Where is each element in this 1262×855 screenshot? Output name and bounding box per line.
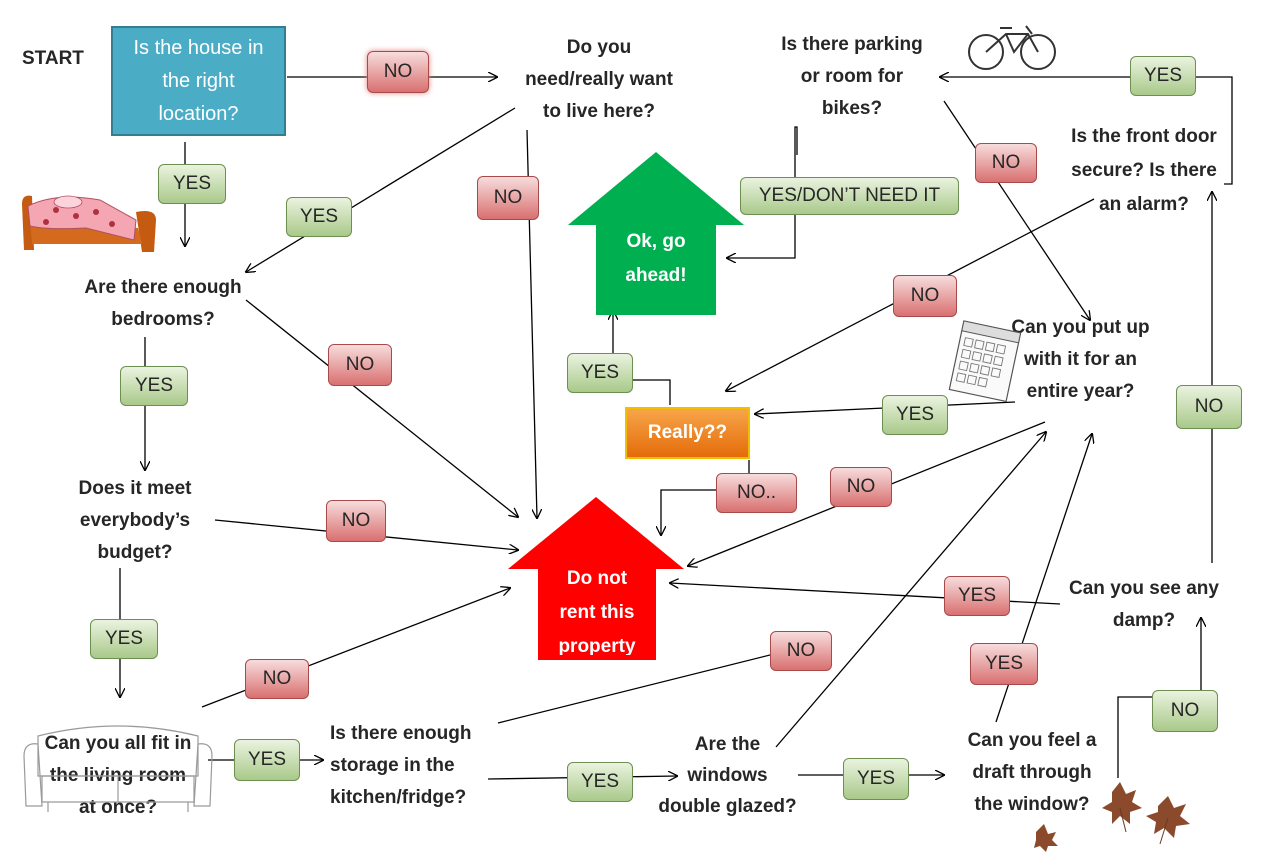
no-dots-label-really: NO.. (716, 473, 797, 513)
ok-go-ahead-text: Ok, go ahead! (625, 231, 687, 286)
really-box[interactable]: Really?? (625, 407, 750, 459)
entire-year-question: Can you put up with it for an entire yea… (1011, 317, 1150, 402)
bike-parking-question: Is there parking or room for bikes? (781, 34, 923, 119)
windows-question: Are the windows double glazed? (658, 734, 797, 817)
yes-label-really: YES (567, 353, 633, 393)
ok-house-shape (568, 152, 744, 315)
yes-label-draft: YES (970, 643, 1038, 685)
yes-label-damp: YES (944, 576, 1010, 616)
yes-dont-need-it-label: YES/DON’T NEED IT (740, 177, 959, 215)
yes-label-storage: YES (567, 762, 633, 802)
no-label-windows: NO (830, 467, 892, 507)
bicycle-icon (968, 25, 1056, 70)
no-label-draft: NO (1152, 690, 1218, 732)
do-not-rent-house-shape (508, 497, 684, 660)
bed-icon (22, 195, 156, 252)
yes-label-budget: YES (90, 619, 158, 659)
front-door-question: Is the front door secure? Is there an al… (1071, 126, 1217, 215)
no-label-bikes: NO (975, 143, 1037, 183)
damp-question: Can you see any damp? (1069, 578, 1219, 631)
yes-label-bedrooms: YES (120, 366, 188, 406)
do-not-rent-text: Do not rent this property (558, 568, 636, 655)
yes-label-location: YES (158, 164, 226, 204)
no-label-living-room: NO (245, 659, 309, 699)
autumn-leaves-icon (1034, 782, 1190, 852)
no-label-storage: NO (770, 631, 832, 671)
storage-question: Is there enough storage in the kitchen/f… (330, 723, 472, 808)
no-label-front-door: NO (893, 275, 957, 317)
draft-question: Can you feel a draft through the window? (967, 730, 1097, 815)
start-label: START (22, 48, 84, 69)
budget-question: Does it meet everybody’s budget? (78, 478, 192, 563)
yes-label-need: YES (286, 197, 352, 237)
no-label-budget: NO (326, 500, 386, 542)
no-label-bedrooms: NO (328, 344, 392, 386)
yes-label-living-room: YES (234, 739, 300, 781)
location-question-box[interactable]: Is the house in the right location? (111, 26, 286, 136)
no-label-need: NO (477, 176, 539, 220)
yes-label-windows: YES (843, 758, 909, 800)
need-to-live-here-question: Do you need/really want to live here? (525, 37, 673, 122)
sofa-icon (23, 725, 213, 812)
yes-label-bikes: YES (1130, 56, 1196, 96)
yes-label-entire-year: YES (882, 395, 948, 435)
no-label-location: NO (367, 51, 429, 93)
calendar-icon (948, 320, 1022, 403)
no-label-damp: NO (1176, 385, 1242, 429)
bedrooms-question: Are there enough bedrooms? (84, 277, 242, 330)
